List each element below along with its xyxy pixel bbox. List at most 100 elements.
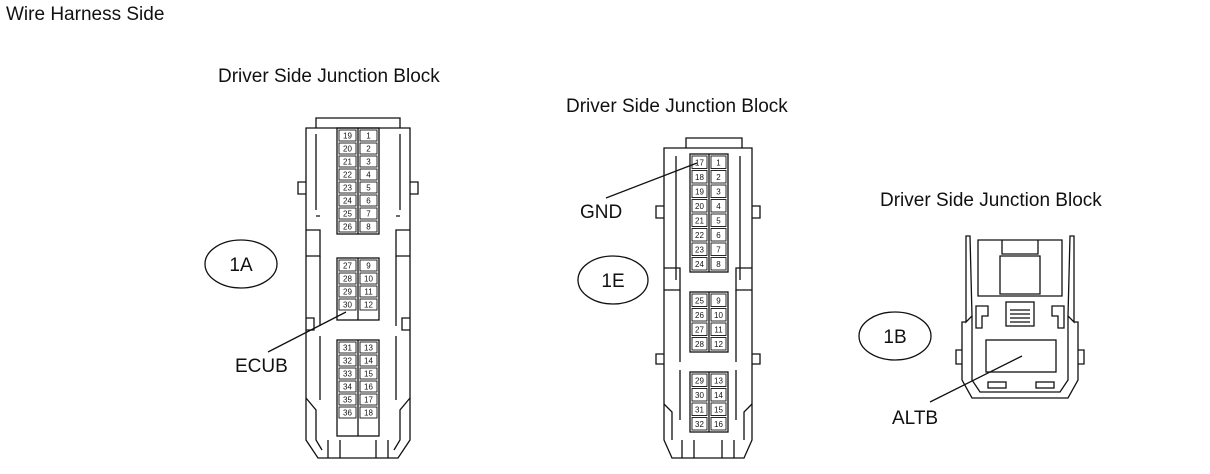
connector-1a-pin-number: 17 [364, 396, 373, 405]
connector-1e-pin-number: 17 [695, 158, 704, 167]
connector-1a-pin-number: 31 [343, 344, 352, 353]
connector-1e-pin-number: 4 [716, 202, 721, 211]
connector-1a-pin-cell [338, 393, 357, 406]
connector-1a-pin-cell [359, 155, 378, 168]
connector-1a-pin-number: 4 [366, 171, 371, 180]
connector-1e-pin-cell [710, 402, 727, 416]
connector-1a-pin-number: 14 [364, 357, 373, 366]
connector-1e-pin-number: 22 [695, 231, 704, 240]
connector-1e [577, 137, 761, 459]
connector-1e-pin-number: 26 [695, 311, 704, 320]
connector-1a-pin-number: 18 [364, 409, 373, 418]
connector-1e-pin-cell [710, 308, 727, 322]
connector-1e-pin-number: 2 [716, 173, 721, 182]
connector-1a-pin-cell [359, 220, 378, 233]
connector-1a-pin-cell [359, 367, 378, 380]
connector-1b-title: Driver Side Junction Block [880, 190, 1102, 211]
connector-1a-pin-cell [338, 194, 357, 207]
connector-1a [204, 117, 419, 459]
connector-1a-pin-number: 28 [343, 275, 352, 284]
connector-1e-pin-cell [691, 257, 708, 271]
connector-1a-pin-cell [338, 142, 357, 155]
connector-1a-pin-number: 15 [364, 370, 373, 379]
connector-1e-pin-number: 12 [714, 340, 723, 349]
connector-1a-pin-cell [338, 181, 357, 194]
connector-1a-pin-cell [338, 380, 357, 393]
connector-1e-pin-cell [691, 170, 708, 184]
connector-1e-title: Driver Side Junction Block [566, 96, 788, 117]
connector-1a-pin-cell [338, 168, 357, 181]
connector-1e-pin-cell [691, 417, 708, 431]
connector-1a-pin-cell [359, 285, 378, 298]
connector-1e-pin-number: 23 [695, 245, 704, 254]
connector-1e-pin-number: 18 [695, 173, 704, 182]
connector-1e-pin-cell [710, 257, 727, 271]
connector-1a-pin-cell [338, 155, 357, 168]
connector-1a-pin-number: 26 [343, 223, 352, 232]
connector-1a-pin-cell [359, 406, 378, 419]
connector-1a-pin-cell [359, 298, 378, 311]
connector-1e-id: 1E [601, 271, 624, 292]
connector-1e-pin-number: 11 [714, 325, 723, 334]
connector-1e-pin-cell [710, 322, 727, 336]
connector-1a-pin-number: 20 [343, 145, 352, 154]
connector-1e-pin-number: 32 [695, 420, 704, 429]
connector-1e-pin-number: 7 [716, 245, 721, 254]
connector-1a-pin-cell [359, 393, 378, 406]
connector-1e-pin-number: 5 [716, 216, 721, 225]
connector-1a-pin-number: 21 [343, 158, 352, 167]
connector-1e-pin-cell [710, 293, 727, 307]
connector-1e-pin-number: 25 [695, 296, 704, 305]
connector-1e-pin-number: 15 [714, 405, 723, 414]
connector-1a-pin-cell [338, 367, 357, 380]
connector-1e-pin-cell [691, 308, 708, 322]
connector-1e-pin-cell [710, 417, 727, 431]
connector-1a-id: 1A [229, 255, 253, 276]
connector-1e-pin-cell [691, 293, 708, 307]
connector-1a-pin-cell [338, 354, 357, 367]
connector-1e-pin-number: 21 [695, 216, 704, 225]
connector-1e-pin-number: 20 [695, 202, 704, 211]
connector-1a-pin-cell [338, 259, 357, 272]
connector-1e-pin-cell [691, 213, 708, 227]
connector-1a-pin-cell [338, 298, 357, 311]
connector-1e-pin-cell [710, 388, 727, 402]
connector-1e-pin-cell [710, 184, 727, 198]
connector-1a-pin-cell [359, 272, 378, 285]
connector-1a-pin-number: 36 [343, 409, 352, 418]
connector-1e-pin-number: 14 [714, 391, 723, 400]
connector-1a-pin-number: 19 [343, 132, 352, 141]
connector-1a-pin-cell [338, 220, 357, 233]
connector-1a-pin-number: 11 [364, 288, 373, 297]
connector-1e-pin-cell [691, 322, 708, 336]
connector-1a-pin-cell [338, 207, 357, 220]
connector-1e-pin-number: 19 [695, 187, 704, 196]
connector-1a-pin-number: 3 [366, 158, 371, 167]
connector-1a-pin-number: 34 [343, 383, 352, 392]
connector-1a-pin-number: 1 [366, 132, 371, 141]
connector-1a-pin-cell [338, 285, 357, 298]
connector-1a-pin-cell [359, 207, 378, 220]
page-title: Wire Harness Side [6, 4, 165, 25]
connector-1e-pin-cell [691, 184, 708, 198]
connector-1e-pin-number: 6 [716, 231, 721, 240]
connector-1a-pin-number: 24 [343, 197, 352, 206]
connector-1e-pin-number: 27 [695, 325, 704, 334]
connector-1b-callout-label: ALTB [892, 408, 938, 429]
connector-1b [858, 235, 1085, 403]
connector-1a-pin-number: 9 [366, 262, 371, 271]
connector-1e-pin-cell [710, 199, 727, 213]
connector-1e-pin-cell [710, 213, 727, 227]
connector-1a-pin-cell [359, 168, 378, 181]
connector-1e-pin-cell [691, 228, 708, 242]
connector-1a-pin-number: 27 [343, 262, 352, 271]
connector-1e-pin-cell [691, 402, 708, 416]
connector-1e-pin-cell [710, 373, 727, 387]
connector-1e-pin-cell [710, 155, 727, 169]
connector-1a-pin-number: 22 [343, 171, 352, 180]
connector-1e-pin-cell [691, 199, 708, 213]
connector-1a-pin-number: 23 [343, 184, 352, 193]
